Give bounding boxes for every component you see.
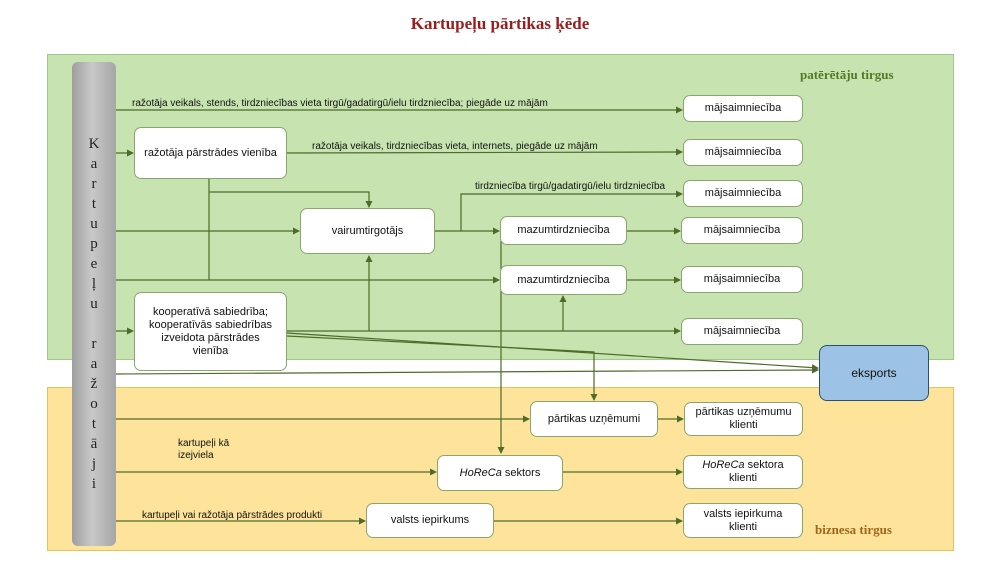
arrow-coop-export [286,332,819,372]
diagram-title: Kartupeļu pārtikas ķēde [410,14,590,33]
horeca-clients-name: HoReCa [702,459,745,471]
arrow-processing-to-wholesaler [209,191,373,208]
retail-node-2: mazumtirdzniecība [500,265,627,295]
potato-producers-bar: K a r t u p e ļ u r a ž o t ā j i [72,62,116,546]
wholesaler-node: vairumtirgotājs [300,208,435,254]
horeca-name: HoReCa [459,466,502,479]
export-node: eksports [819,345,929,401]
consumer-market-label: patērētāju tirgus [800,67,894,82]
household-node-5: mājsaimniecība [681,266,803,293]
horeca-rest: sektors [501,466,541,479]
market-trade-label: tirdzniecība tirgū/gadatirgū/ielu tirdzn… [475,181,666,192]
horeca-clients-node: HoReCa sektora klienti [683,455,803,489]
household-node-2: mājsaimniecība [683,139,803,166]
raw-material-label: kartupeļi kā izejviela [178,438,230,461]
food-companies-node: pārtikas uzņēmumi [530,401,658,437]
household-node-6: mājsaimniecība [681,318,803,345]
arrow-producers-export [115,366,819,375]
processing-unit-node: ražotāja pārstrādes vienība [134,127,287,179]
products-label: kartupeļi vai ražotāja pārstrādes produk… [142,510,323,521]
arrow-coop-to-food [286,335,598,401]
food-company-clients-node: pārtikas uzņēmumu klienti [684,402,803,436]
processor-sales-label: ražotāja veikals, tirdzniecības vieta, i… [312,141,598,152]
business-market-label: biznesa tirgus [815,522,892,537]
potato-producers-label: K a r t u p e ļ u r a ž o t ā j i [88,136,100,492]
arrow-market-trade [460,190,683,231]
household-node-1: mājsaimniecība [683,95,803,122]
horeca-clients-rest: sektora klienti [728,459,787,484]
retail-node-1: mazumtirdzniecība [500,216,627,245]
household-node-4: mājsaimniecība [681,217,803,244]
public-procurement-node: valsts iepirkums [366,503,494,538]
arrow-processor-sales [286,148,683,156]
household-node-3: mājsaimniecība [683,180,803,207]
cooperative-node: kooperatīvā sabiedrība; kooperatīvās sab… [134,292,287,371]
horeca-node: HoReCa sektors [437,455,563,491]
direct-sales-label: ražotāja veikals, stends, tirdzniecības … [132,98,548,109]
procurement-clients-node: valsts iepirkuma klienti [683,503,803,538]
